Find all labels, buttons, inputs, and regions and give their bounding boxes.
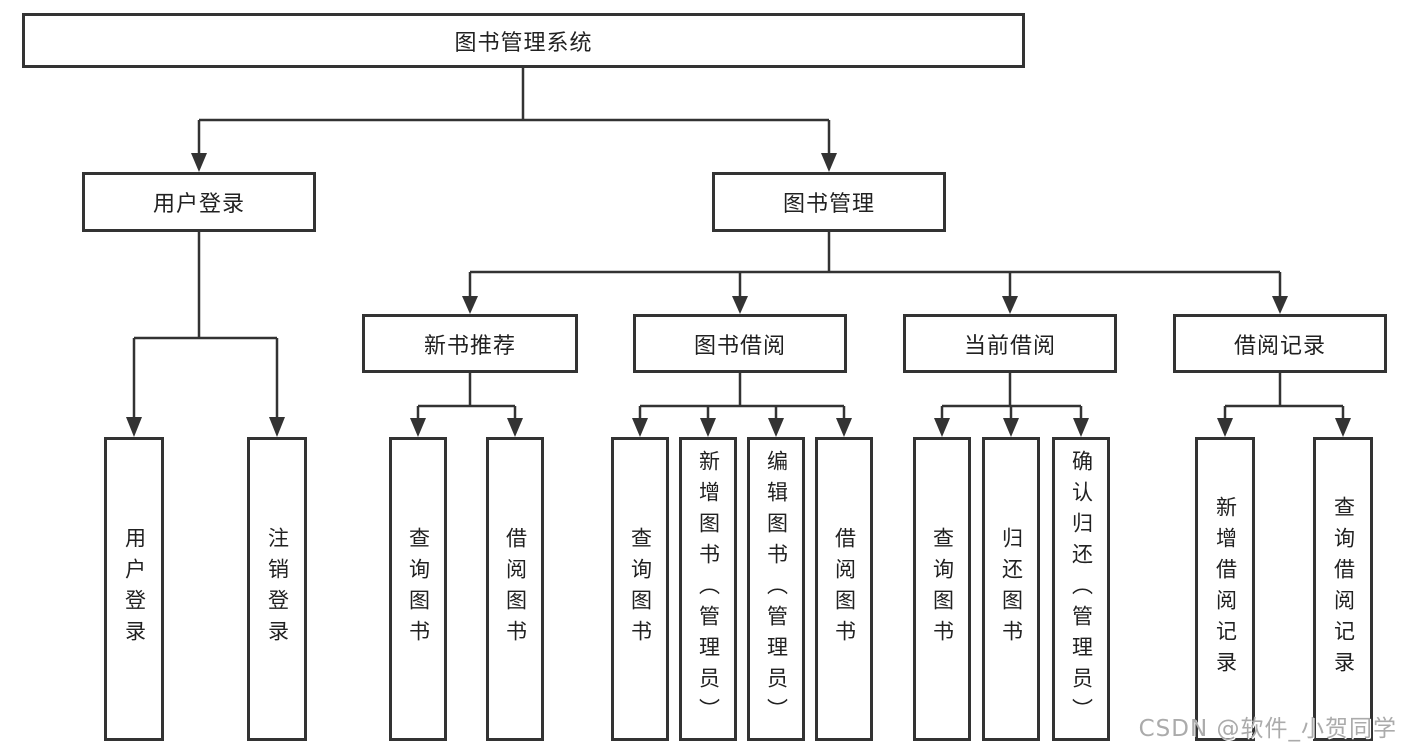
node-label: 查询图书: [930, 527, 955, 651]
node-book-management: 图书管理: [712, 172, 946, 232]
node-label: 查询借阅记录: [1331, 496, 1356, 682]
node-label: 注销登录: [265, 527, 290, 651]
arrowhead: [1217, 418, 1233, 437]
arrowhead: [768, 418, 784, 437]
node-label: 用户登录: [152, 192, 245, 217]
leaf-query-borrow-record: 查询借阅记录: [1313, 437, 1373, 741]
leaf-add-books-admin: 新增图书（管理员）: [679, 437, 737, 741]
node-user-login-group: 用户登录: [82, 172, 316, 232]
arrowhead: [632, 418, 648, 437]
leaf-logout: 注销登录: [247, 437, 307, 741]
arrowhead: [1002, 296, 1018, 314]
leaf-confirm-return-admin: 确认归还（管理员）: [1052, 437, 1110, 741]
arrowhead: [821, 153, 837, 172]
node-label: 查询图书: [406, 527, 431, 651]
node-label: 用户登录: [122, 527, 147, 651]
node-label: 图书管理系统: [454, 30, 593, 56]
node-label: 编辑图书（管理员）: [764, 449, 789, 729]
arrowhead: [732, 296, 748, 314]
node-new-book-recommend: 新书推荐: [362, 314, 578, 373]
arrowhead: [126, 417, 142, 437]
node-label: 查询图书: [628, 527, 653, 651]
leaf-current-query-books: 查询图书: [913, 437, 971, 741]
node-book-borrowing: 图书借阅: [633, 314, 847, 373]
leaf-borrowing-query-books: 查询图书: [611, 437, 669, 741]
node-borrowing-records: 借阅记录: [1173, 314, 1387, 373]
arrowhead: [410, 418, 426, 437]
node-root-library-system: 图书管理系统: [22, 13, 1025, 68]
arrowhead: [462, 296, 478, 314]
arrowhead: [1073, 418, 1089, 437]
arrowhead: [507, 418, 523, 437]
arrowhead: [1003, 418, 1019, 437]
arrowhead: [269, 417, 285, 437]
leaf-user-login: 用户登录: [104, 437, 164, 741]
arrowhead: [191, 153, 207, 172]
arrowhead: [1335, 418, 1351, 437]
node-label: 确认归还（管理员）: [1069, 449, 1094, 729]
node-label: 当前借阅: [963, 333, 1056, 359]
node-current-borrowing: 当前借阅: [903, 314, 1117, 373]
node-label: 新书推荐: [423, 333, 516, 359]
arrowhead: [1272, 296, 1288, 314]
node-label: 借阅记录: [1233, 333, 1326, 359]
leaf-recommend-query-books: 查询图书: [389, 437, 447, 741]
leaf-add-borrow-record: 新增借阅记录: [1195, 437, 1255, 741]
leaf-edit-books-admin: 编辑图书（管理员）: [747, 437, 805, 741]
csdn-watermark: CSDN @软件_小贺同学: [1138, 716, 1397, 742]
arrowhead: [700, 418, 716, 437]
leaf-return-books: 归还图书: [982, 437, 1040, 741]
node-label: 归还图书: [999, 527, 1024, 651]
node-label: 图书借阅: [693, 333, 786, 359]
node-label: 借阅图书: [503, 527, 528, 651]
node-label: 图书管理: [782, 192, 875, 217]
node-label: 新增借阅记录: [1213, 496, 1238, 682]
leaf-recommend-borrow-books: 借阅图书: [486, 437, 544, 741]
leaf-borrowing-borrow-books: 借阅图书: [815, 437, 873, 741]
node-label: 借阅图书: [832, 527, 857, 651]
node-label: 新增图书（管理员）: [696, 449, 721, 729]
arrowhead: [934, 418, 950, 437]
arrowhead: [836, 418, 852, 437]
